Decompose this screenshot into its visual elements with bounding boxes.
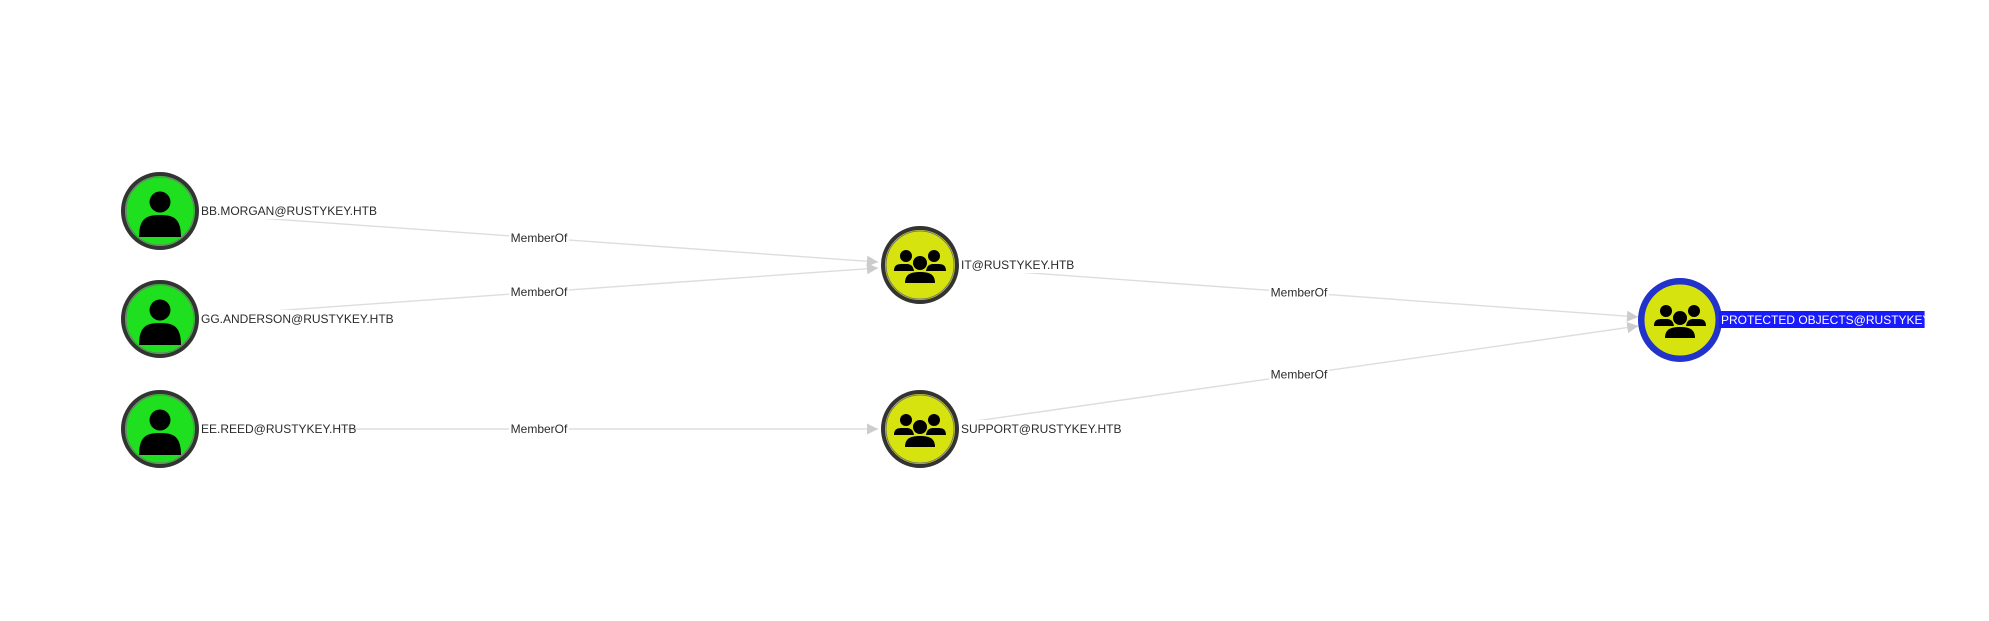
edge-label-background [509,283,569,301]
node-label-background [199,310,365,327]
edge-support-to-protected_objects[interactable]: MemberOf [959,322,1639,425]
edge-label-background [509,420,569,437]
user-icon [139,409,181,455]
user-icon [139,191,181,237]
edge-label-background [509,228,569,246]
node-label-background [959,420,1098,437]
node-it[interactable]: IT@RUSTYKEY.HTB [881,226,1074,304]
edge-it-to-protected_objects[interactable]: MemberOf [959,267,1639,322]
edge-label: MemberOf [1271,368,1328,382]
node-label: SUPPORT@RUSTYKEY.HTB [961,422,1121,436]
node-inner-ring [125,176,195,246]
node-label-background [199,202,351,219]
node-inner-ring [885,394,955,464]
node-label-background [1719,311,1925,328]
node-inner-ring [125,394,195,464]
user-icon [139,299,181,345]
node-inner-ring [885,230,955,300]
edge-label: MemberOf [1271,285,1328,299]
edge-label: MemberOf [511,285,568,299]
node-label: EE.REED@RUSTYKEY.HTB [201,422,356,436]
node-label-background [199,420,338,437]
nodes-layer: BB.MORGAN@RUSTYKEY.HTB GG.ANDERSON@RUSTYK… [121,172,1956,468]
edge-label-background [1269,283,1329,301]
group-icon [894,414,946,447]
node-label: PROTECTED OBJECTS@RUSTYKEY.HTB [1721,313,1956,327]
node-label: IT@RUSTYKEY.HTB [961,258,1074,272]
group-icon [894,250,946,283]
node-ee-reed[interactable]: EE.REED@RUSTYKEY.HTB [121,390,356,468]
node-label-background [959,256,1064,273]
node-protected-objects[interactable]: PROTECTED OBJECTS@RUSTYKEY.HTB [1638,278,1956,362]
node-bb-morgan[interactable]: BB.MORGAN@RUSTYKEY.HTB [121,172,377,250]
node-inner-ring [125,284,195,354]
node-support[interactable]: SUPPORT@RUSTYKEY.HTB [881,390,1121,468]
node-gg-anderson[interactable]: GG.ANDERSON@RUSTYKEY.HTB [121,280,394,358]
node-label: GG.ANDERSON@RUSTYKEY.HTB [201,312,394,326]
edge-bb_morgan-to-it[interactable]: MemberOf [199,213,879,267]
group-icon [1654,305,1706,338]
node-label: BB.MORGAN@RUSTYKEY.HTB [201,204,377,218]
edge-label: MemberOf [511,422,568,436]
edge-label: MemberOf [511,231,568,245]
edge-gg_anderson-to-it[interactable]: MemberOf [199,263,879,317]
edge-label-background [1269,365,1329,383]
